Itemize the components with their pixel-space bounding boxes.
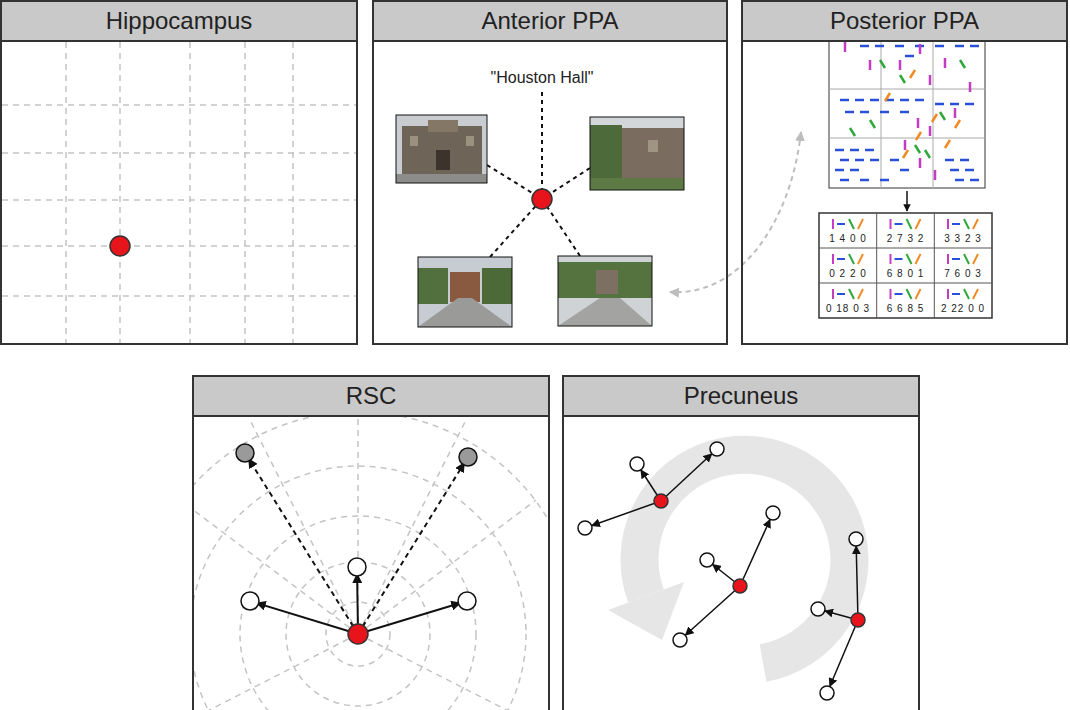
panel: Posterior PPA bbox=[741, 0, 1068, 345]
scene-photo bbox=[558, 256, 652, 326]
feature-image bbox=[829, 40, 985, 188]
transform-arrow bbox=[906, 191, 908, 211]
scene-photo bbox=[590, 117, 684, 190]
panel: Hippocampus bbox=[0, 0, 358, 345]
place-grid bbox=[2, 42, 356, 343]
scene-photo bbox=[418, 257, 512, 327]
table-cell: 2 22 0 0 bbox=[941, 303, 985, 314]
panel: RSC bbox=[192, 375, 550, 710]
panel-title: RSC bbox=[346, 382, 397, 409]
panel-title: Posterior PPA bbox=[830, 7, 979, 34]
scene-photo bbox=[396, 115, 487, 183]
table-cell: 1 4 0 0 bbox=[829, 233, 867, 244]
landmark-circles bbox=[236, 444, 477, 610]
table-cell: 6 8 0 1 bbox=[887, 268, 925, 279]
panel-header: Anterior PPA bbox=[374, 2, 726, 42]
self-dot bbox=[348, 624, 368, 644]
self-dots bbox=[654, 494, 865, 627]
table-cell: 6 6 8 5 bbox=[887, 303, 925, 314]
table-cell: 2 7 3 2 bbox=[887, 233, 925, 244]
scene-dot bbox=[532, 189, 552, 209]
association-lines bbox=[487, 92, 590, 257]
heading-vectors bbox=[245, 453, 468, 634]
panel-title: Anterior PPA bbox=[482, 7, 619, 34]
panel-header: Precuneus bbox=[564, 377, 918, 417]
place-name: "Houston Hall" bbox=[491, 69, 594, 87]
table-cell: 0 2 2 0 bbox=[829, 268, 867, 279]
frame-vectors bbox=[585, 449, 858, 693]
table-cell: 3 3 2 3 bbox=[944, 233, 982, 244]
location-dot bbox=[110, 236, 130, 256]
landmark-circles bbox=[578, 442, 863, 700]
feature-table bbox=[819, 213, 992, 318]
panel-title: Precuneus bbox=[684, 382, 799, 409]
panel: Anterior PPA bbox=[372, 0, 728, 345]
correspondence-arrow bbox=[670, 132, 801, 292]
rotation-arrow bbox=[608, 455, 850, 663]
panel-header: Hippocampus bbox=[2, 2, 356, 42]
panel-header: RSC bbox=[194, 377, 548, 417]
panel: Precuneus bbox=[562, 375, 920, 710]
polar-grid bbox=[194, 417, 548, 710]
panel-title: Hippocampus bbox=[106, 7, 253, 34]
table-cell: 0 18 0 3 bbox=[826, 303, 870, 314]
panel-header: Posterior PPA bbox=[743, 2, 1066, 42]
table-cell: 7 6 0 3 bbox=[944, 268, 982, 279]
